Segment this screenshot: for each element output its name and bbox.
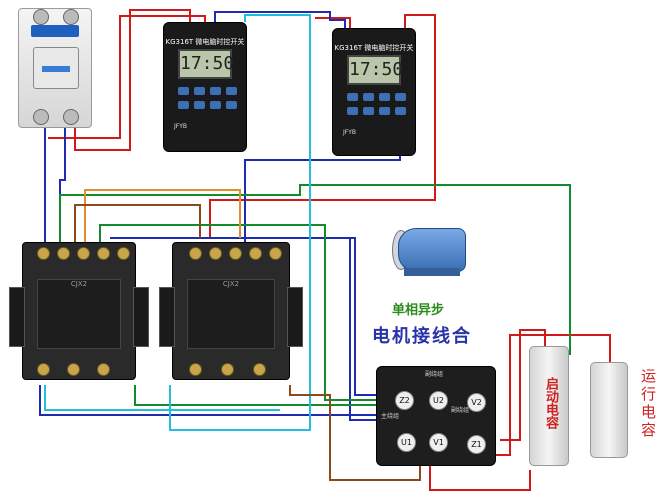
motor-image	[398, 228, 466, 272]
main-winding-label: 主绕组	[381, 413, 400, 420]
timer-display: 17:50	[347, 55, 403, 85]
timer-brand: JFYB	[343, 129, 357, 136]
terminal-v2: V2	[467, 393, 486, 412]
timer-brand: JFYB	[174, 123, 188, 130]
run-capacitor-label: 运行电容	[639, 368, 657, 440]
timer-button[interactable]	[178, 87, 189, 95]
timer-switch-2: KG316T 微电脑时控开关 17:50 JFYB	[332, 28, 416, 156]
timer-button[interactable]	[363, 93, 374, 101]
breaker-terminal	[33, 109, 49, 125]
contactor-aux-block	[287, 287, 303, 347]
circuit-breaker	[18, 8, 92, 128]
contactor-terminal	[189, 363, 202, 376]
contactor-terminal	[269, 247, 282, 260]
contactor-terminal	[117, 247, 130, 260]
breaker-terminal	[33, 9, 49, 25]
wire-blue	[214, 11, 346, 28]
contactor-2: CJX2	[159, 242, 303, 380]
contactor-terminal	[221, 363, 234, 376]
contactor-face: CJX2	[37, 279, 121, 349]
wire-red	[429, 462, 531, 491]
aux-winding-label-mid: 副绕组	[451, 407, 470, 414]
contactor-terminal	[253, 363, 266, 376]
contactor-terminal	[57, 247, 70, 260]
timer-button[interactable]	[194, 101, 205, 109]
aux-winding-label: 副绕组	[425, 371, 444, 378]
timer-button[interactable]	[347, 93, 358, 101]
diagram-title: 电机接线合	[372, 326, 472, 347]
start-capacitor: 启动电容	[529, 346, 569, 466]
terminal-v1: V1	[429, 433, 448, 452]
contactor-aux-block	[9, 287, 25, 347]
timer-button[interactable]	[194, 87, 205, 95]
timer-button[interactable]	[379, 93, 390, 101]
wire-red	[500, 329, 546, 441]
timer-button[interactable]	[178, 101, 189, 109]
contactor-terminal	[209, 247, 222, 260]
contactor-terminal	[37, 363, 50, 376]
wire-cyan	[44, 385, 280, 411]
motor-foot	[404, 268, 460, 276]
terminal-z2: Z2	[395, 391, 414, 410]
wire-red	[315, 17, 351, 28]
timer-display: 17:50	[178, 49, 234, 79]
breaker-lever	[33, 47, 79, 89]
wire-green	[134, 385, 395, 406]
timer-button[interactable]	[363, 107, 374, 115]
timer-model-label: KG316T 微电脑时控开关	[334, 44, 414, 52]
motor-terminal-box: 副绕组 主绕组 副绕组 Z2 U2 V2 U1 V1 Z1	[376, 366, 496, 466]
start-capacitor-label: 启动电容	[543, 377, 558, 429]
wire-brown	[289, 385, 421, 481]
wire-brown	[74, 204, 201, 245]
contactor-terminal	[67, 363, 80, 376]
timer-button[interactable]	[379, 107, 390, 115]
contactor-terminal	[97, 247, 110, 260]
run-capacitor	[590, 362, 628, 458]
contactor-terminal	[249, 247, 262, 260]
timer-button[interactable]	[395, 93, 406, 101]
timer-button[interactable]	[395, 107, 406, 115]
timer-model-label: KG316T 微电脑时控开关	[165, 38, 245, 46]
wire-orange	[84, 189, 241, 245]
contactor-terminal	[189, 247, 202, 260]
contactor-label: CJX2	[222, 280, 240, 288]
terminal-u2: U2	[429, 391, 448, 410]
wire-red	[48, 15, 206, 139]
breaker-terminal	[63, 109, 79, 125]
timer-button[interactable]	[210, 87, 221, 95]
timer-button[interactable]	[226, 87, 237, 95]
motor-title: 单相异步	[392, 303, 445, 318]
timer-button[interactable]	[226, 101, 237, 109]
contactor-face: CJX2	[187, 279, 275, 349]
timer-button[interactable]	[210, 101, 221, 109]
contactor-aux-block	[159, 287, 175, 347]
breaker-terminal	[63, 9, 79, 25]
terminal-u1: U1	[397, 433, 416, 452]
contactor-terminal	[37, 247, 50, 260]
contactor-terminal	[229, 247, 242, 260]
wire-green	[99, 224, 385, 401]
wire-red	[480, 334, 611, 456]
terminal-z1: Z1	[467, 435, 486, 454]
contactor-terminal	[97, 363, 110, 376]
wire-cyan	[169, 14, 311, 431]
contactor-aux-block	[133, 287, 149, 347]
contactor-terminal	[77, 247, 90, 260]
wire-red	[74, 9, 191, 151]
contactor-1: CJX2	[9, 242, 149, 380]
wire-blue	[110, 237, 385, 396]
timer-button[interactable]	[347, 107, 358, 115]
breaker-label	[31, 25, 79, 37]
contactor-label: CJX2	[70, 280, 88, 288]
wire-green	[59, 184, 571, 355]
timer-switch-1: KG316T 微电脑时控开关 17:50 JFYB	[163, 22, 247, 152]
wire-red	[209, 14, 436, 238]
